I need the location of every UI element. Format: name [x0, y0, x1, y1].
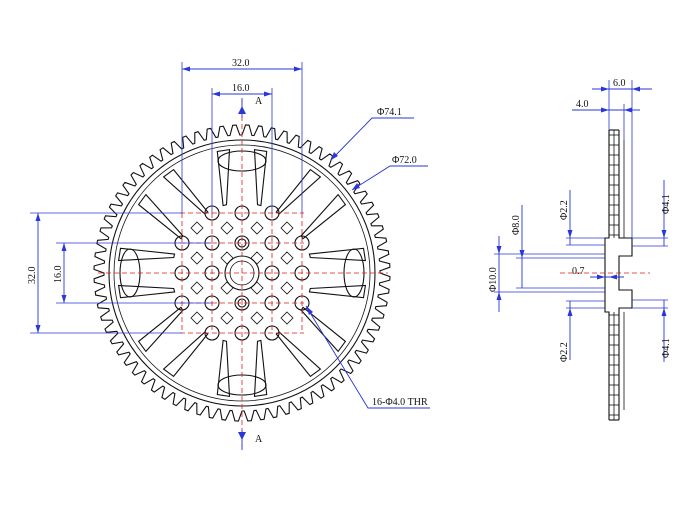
- spoke-window: [117, 247, 176, 262]
- label-phi8: Φ8.0: [511, 215, 522, 235]
- dim-16-top-arrow-right: [264, 91, 272, 97]
- label-od-pitch: Φ72.0: [392, 155, 417, 166]
- label-phi41-top: Φ4.1: [661, 194, 672, 214]
- diamond-cutout: [250, 251, 264, 265]
- diamond-cutout: [280, 281, 294, 295]
- dim-32-top-arrow-left: [182, 66, 190, 72]
- spoke-window: [300, 306, 347, 353]
- label-side-6: 6.0: [613, 78, 626, 89]
- diamond-cutout: [190, 251, 204, 265]
- leader-od-pitch: [351, 165, 428, 191]
- spoke-window: [162, 331, 209, 378]
- spoke-window: [308, 247, 367, 262]
- spoke-window: [275, 168, 322, 215]
- dim-16-top-label: 16.0: [232, 83, 250, 94]
- section-label-bottom: A: [255, 434, 263, 445]
- dim-07-arrow-left: [597, 274, 605, 280]
- dim-phi10-arrow-bottom: [496, 292, 502, 300]
- section-arrow-top: [238, 106, 246, 114]
- diamond-cutout: [190, 221, 204, 235]
- dim-phi22-bot-arrow: [567, 308, 573, 316]
- diamond-cutout: [250, 221, 264, 235]
- diamond-cutout: [220, 251, 234, 265]
- dim-side-4-arrow-left: [601, 107, 609, 113]
- leader-holes-arrow: [306, 306, 313, 315]
- dim-side-4-arrow-right: [624, 107, 632, 113]
- spoke-window: [216, 339, 231, 398]
- leader-od-tip-arrow: [331, 152, 338, 160]
- leader-holes: [305, 305, 430, 409]
- dim-32-left-arrow-bottom: [35, 325, 41, 333]
- dim-32-left-arrow-top: [35, 213, 41, 221]
- dim-16-left-arrow-bottom: [61, 295, 67, 303]
- label-od-tip: Φ74.1: [377, 107, 402, 118]
- label-07: 0.7: [572, 266, 585, 277]
- diamond-cutout: [250, 281, 264, 295]
- spoke-window: [137, 306, 184, 353]
- diamond-cutout: [190, 311, 204, 325]
- label-phi22-bot: Φ2.2: [559, 342, 570, 362]
- dim-16-top-arrow-left: [212, 91, 220, 97]
- spoke-window: [162, 168, 209, 215]
- spoke-window: [117, 284, 176, 299]
- label-holes: 16-Φ4.0 THR: [372, 397, 428, 408]
- diamond-cutout: [220, 311, 234, 325]
- leader-od-tip: [330, 117, 414, 161]
- spoke-window: [253, 339, 268, 398]
- dim-phi10-arrow-top: [496, 246, 502, 254]
- spoke-window: [253, 148, 268, 207]
- diamond-cutout: [190, 281, 204, 295]
- spoke-window: [216, 148, 231, 207]
- label-phi10: Φ10.0: [488, 267, 499, 292]
- spoke-window: [300, 193, 347, 240]
- dim-07-arrow-right: [609, 274, 617, 280]
- spoke-window: [137, 193, 184, 240]
- label-side-4: 4.0: [576, 99, 589, 110]
- label-phi22-top: Φ2.2: [559, 200, 570, 220]
- section-label-top: A: [255, 96, 263, 107]
- dim-phi41-bot-arrow: [661, 308, 667, 316]
- diamond-cutout: [280, 251, 294, 265]
- dim-32-top-arrow-right: [294, 66, 302, 72]
- diamond-cutout: [220, 281, 234, 295]
- dim-phi22-top-arrow: [567, 230, 573, 238]
- diamond-cutout: [280, 311, 294, 325]
- dim-16-left-label: 16.0: [53, 266, 64, 284]
- leader-od-pitch-arrow: [352, 183, 360, 190]
- dim-32-left-label: 32.0: [27, 267, 38, 285]
- label-phi41-bot: Φ4.1: [661, 338, 672, 358]
- diamond-cutout: [250, 311, 264, 325]
- diamond-cutout: [280, 221, 294, 235]
- gear-front-view: A A 32.0 16.0 32.0 16.0 Φ74.1: [27, 58, 430, 450]
- dim-side-6-arrow-right: [632, 86, 640, 92]
- gear-teeth-outline: [93, 124, 391, 422]
- section-outline-left: [604, 130, 610, 420]
- dim-32-top-label: 32.0: [232, 58, 250, 69]
- dim-16-left-arrow-top: [61, 243, 67, 251]
- section-arrow-bottom: [238, 432, 246, 440]
- spoke-window: [275, 331, 322, 378]
- gear-section-view: 6.0 4.0 Φ2.2 Φ8.0 Φ10.0 0.7 Φ2.2: [488, 78, 672, 421]
- diamond-cutout: [220, 221, 234, 235]
- section-teeth-marks: [609, 134, 619, 416]
- dim-phi41-top-arrow: [661, 230, 667, 238]
- dim-side-6-arrow-left: [601, 86, 609, 92]
- spoke-window: [308, 284, 367, 299]
- section-outline-right: [618, 130, 633, 420]
